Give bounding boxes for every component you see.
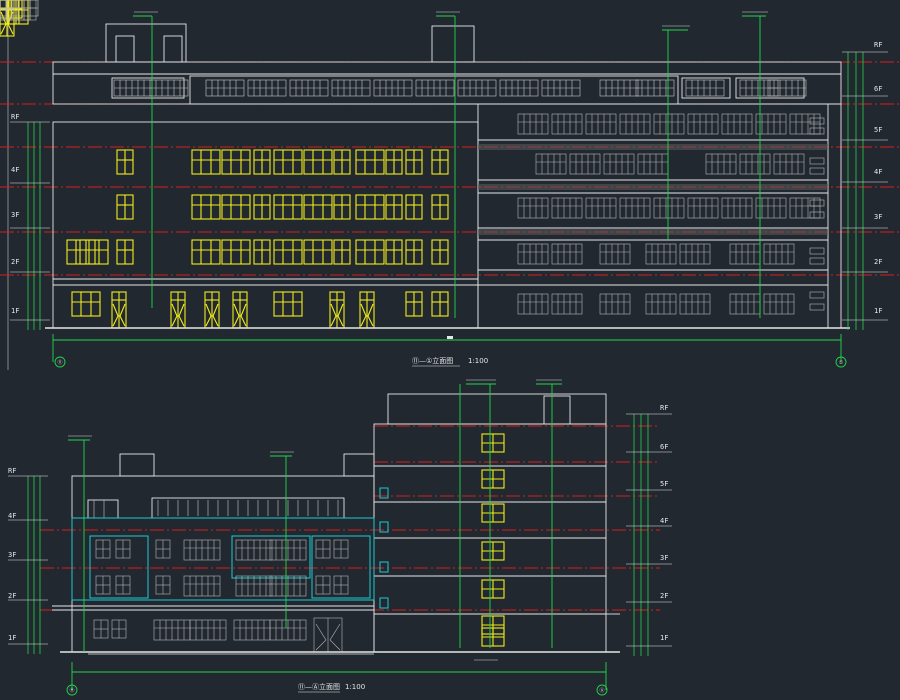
tall-block-bottom	[373, 393, 620, 653]
bottom-elevation: Ⓗ Ⓐ ⑪—Ⓐ立面图 1:100 RF 4F 3F 2F	[0, 0, 672, 696]
svg-text:Ⓐ: Ⓐ	[599, 687, 604, 694]
grey-windows-top	[0, 0, 821, 315]
svg-text:⑪: ⑪	[57, 359, 62, 366]
top-band-windows-bottom	[93, 500, 339, 518]
svg-text:RF: RF	[874, 41, 882, 49]
svg-text:2F: 2F	[11, 258, 19, 266]
svg-text:1F: 1F	[660, 634, 668, 642]
axis-bubble-right-bottom: Ⓐ	[596, 684, 608, 696]
leader-text-top	[134, 11, 768, 27]
level-marks-right-top	[847, 52, 864, 330]
right-block-top	[477, 103, 842, 329]
svg-text:3F: 3F	[8, 551, 16, 559]
parapet-windows-top	[0, 0, 807, 97]
level-marks-left-top	[27, 122, 41, 330]
low-block-bottom	[52, 453, 375, 653]
grey-windows-bottom	[0, 0, 349, 653]
floor-labels-left-bottom: RF 4F 3F 2F 1F	[8, 467, 16, 642]
level-ticks-left-bottom	[8, 475, 48, 645]
svg-text:⑪—Ⓐ立面图: ⑪—Ⓐ立面图	[298, 682, 340, 691]
svg-text:4F: 4F	[11, 166, 19, 174]
floor-labels-right-top: RF 6F 5F 4F 3F 2F 1F	[874, 41, 882, 315]
svg-text:2F: 2F	[660, 592, 668, 600]
svg-text:5F: 5F	[660, 480, 668, 488]
svg-text:1:100: 1:100	[468, 357, 488, 365]
svg-text:Ⓗ: Ⓗ	[69, 687, 74, 694]
svg-text:1:100: 1:100	[345, 683, 365, 691]
svg-text:⑪—①立面图: ⑪—①立面图	[412, 356, 453, 365]
grey-bands-top	[478, 144, 828, 235]
svg-text:3F: 3F	[660, 554, 668, 562]
yellow-windows-top	[0, 0, 449, 317]
leader-text-bottom	[68, 379, 562, 453]
cyan-frames-bottom	[71, 487, 389, 609]
svg-text:RF: RF	[11, 113, 19, 121]
level-ticks-right-bottom	[626, 413, 672, 647]
parapet-band-top	[52, 61, 842, 105]
level-ticks-left-top	[10, 121, 50, 321]
small-side-windows-top	[809, 117, 825, 311]
svg-text:1F: 1F	[11, 307, 19, 315]
svg-text:1F: 1F	[8, 634, 16, 642]
section-lines-top	[0, 61, 900, 276]
title-bottom: ⑪—Ⓐ立面图 1:100	[298, 682, 365, 693]
floor-labels-left-top: RF 4F 3F 2F 1F	[11, 113, 19, 315]
axis-bubble-left-bottom: Ⓗ	[66, 684, 78, 696]
level-ticks-right-top	[842, 51, 888, 321]
svg-text:①: ①	[839, 360, 844, 366]
level-marks-right-bottom	[633, 414, 649, 656]
svg-text:3F: 3F	[11, 211, 19, 219]
axis-bubble-left-top: ⑪	[54, 356, 66, 368]
svg-text:1F: 1F	[874, 307, 882, 315]
svg-text:4F: 4F	[8, 512, 16, 520]
svg-text:2F: 2F	[874, 258, 882, 266]
level-marks-left-bottom	[27, 476, 41, 654]
floor-labels-right-bottom: RF 6F 5F 4F 3F 2F 1F	[660, 404, 668, 642]
svg-text:3F: 3F	[874, 213, 882, 221]
svg-text:RF: RF	[660, 404, 668, 412]
svg-text:5F: 5F	[874, 126, 882, 134]
top-elevation: ⑪ ① ⑪—①立面图 1:100 RF 4F 3F	[0, 0, 900, 370]
axis-bubble-right-top: ①	[835, 356, 847, 368]
svg-text:RF: RF	[8, 467, 16, 475]
leader-lines-top	[133, 15, 766, 318]
svg-text:6F: 6F	[874, 85, 882, 93]
svg-text:2F: 2F	[8, 592, 16, 600]
leader-lines-bottom	[68, 383, 562, 652]
svg-text:4F: 4F	[874, 168, 882, 176]
stair-windows-bottom	[0, 0, 505, 647]
title-top: ⑪—①立面图 1:100	[412, 356, 488, 367]
svg-text:4F: 4F	[660, 517, 668, 525]
svg-text:6F: 6F	[660, 443, 668, 451]
roof-towers-top	[105, 23, 475, 63]
